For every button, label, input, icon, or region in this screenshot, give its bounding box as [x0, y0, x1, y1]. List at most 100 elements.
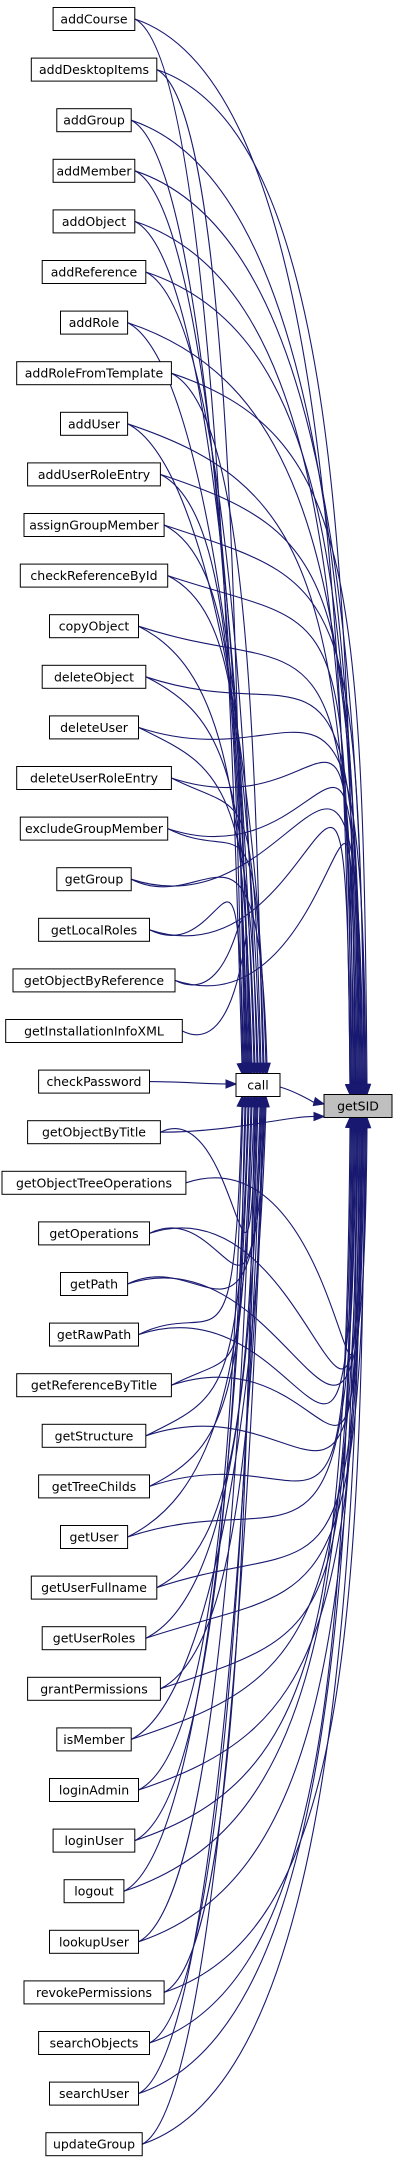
edge-get-local-roles-to-call: [149, 901, 245, 1066]
node-get-local-roles[interactable]: getLocalRoles: [38, 917, 150, 942]
node-search-user[interactable]: searchUser: [49, 2081, 139, 2106]
node-add-role[interactable]: addRole: [60, 310, 129, 335]
node-get-object-by-reference[interactable]: getObjectByReference: [12, 968, 176, 993]
node-get-tree-childs[interactable]: getTreeChilds: [38, 1474, 150, 1499]
node-add-group[interactable]: addGroup: [56, 108, 132, 133]
edge-check-reference-by-id-to-getsid: [167, 575, 352, 1087]
node-lookup-user-box: [49, 1929, 139, 1954]
node-login-admin[interactable]: loginAdmin: [49, 1778, 139, 1802]
node-call[interactable]: call: [235, 1073, 281, 1097]
node-add-role-from-template[interactable]: addRoleFromTemplate: [16, 361, 172, 386]
node-get-operations-box: [38, 1221, 150, 1246]
edge-add-user-to-call: [127, 423, 267, 1066]
node-get-object-tree-operations[interactable]: getObjectTreeOperations: [1, 1170, 187, 1195]
edge-add-user-role-entry-to-getsid: [160, 473, 360, 1087]
node-get-installation-info-xml[interactable]: getInstallationInfoXML: [5, 1019, 183, 1043]
edge-get-user-roles-to-call: [145, 1104, 261, 1639]
node-get-group-box: [56, 867, 132, 892]
node-get-user-roles[interactable]: getUserRoles: [41, 1626, 147, 1651]
edge-logout-to-getsid: [123, 1125, 356, 1892]
node-get-group[interactable]: getGroup: [56, 867, 132, 892]
node-get-object-by-title[interactable]: getObjectByTitle: [27, 1120, 161, 1145]
node-add-desktop-items-label: addDesktopItems: [39, 62, 149, 77]
node-add-object-box: [52, 209, 136, 234]
edge-call-to-getsid: [279, 1086, 316, 1104]
node-assign-group-member[interactable]: assignGroupMember: [23, 513, 165, 537]
edge-search-objects-to-getsid: [149, 1125, 353, 2044]
node-get-path[interactable]: getPath: [60, 1272, 129, 1296]
node-assign-group-member-box: [23, 513, 165, 537]
node-add-member[interactable]: addMember: [52, 158, 136, 183]
node-add-desktop-items-box: [30, 57, 158, 82]
node-get-raw-path[interactable]: getRawPath: [49, 1322, 139, 1347]
node-get-user-roles-label: getUserRoles: [53, 1631, 135, 1646]
edge-get-object-by-reference-to-call: [174, 920, 248, 1066]
node-delete-object[interactable]: deleteObject: [41, 664, 147, 689]
node-get-raw-path-box: [49, 1322, 139, 1347]
node-copy-object-label: copyObject: [59, 619, 130, 634]
node-exclude-group-member-label: excludeGroupMember: [25, 821, 164, 836]
edge-copy-object-to-getsid: [138, 625, 357, 1087]
edge-check-password-to-call: [149, 1081, 228, 1085]
nodes: addCourse addDesktopItems addGroup addMembe…: [1, 7, 393, 2157]
node-add-group-label: addGroup: [63, 113, 125, 128]
node-get-structure[interactable]: getStructure: [41, 1423, 147, 1448]
node-search-user-box: [49, 2081, 139, 2106]
node-add-user-role-entry-label: addUserRoleEntry: [38, 467, 151, 482]
node-add-user[interactable]: addUser: [60, 411, 129, 436]
node-get-structure-label: getStructure: [55, 1428, 134, 1443]
edge-get-object-by-title-to-getsid: [160, 1115, 316, 1133]
node-delete-user-box: [49, 715, 139, 740]
edge-lookup-user-to-call: [138, 1104, 253, 1943]
node-add-course[interactable]: addCourse: [52, 7, 136, 31]
edge-delete-user-role-entry-to-call: [171, 777, 262, 1066]
node-lookup-user[interactable]: lookupUser: [49, 1929, 139, 1954]
node-delete-user[interactable]: deleteUser: [49, 715, 139, 740]
node-add-role-box: [60, 310, 129, 335]
node-get-user-fullname[interactable]: getUserFullname: [30, 1575, 158, 1600]
node-add-role-from-template-box: [16, 361, 172, 386]
node-add-user-role-entry[interactable]: addUserRoleEntry: [27, 462, 161, 487]
node-search-objects-label: searchObjects: [50, 2036, 139, 2051]
node-login-user[interactable]: loginUser: [52, 1828, 136, 1853]
node-add-reference[interactable]: addReference: [41, 260, 147, 284]
node-revoke-permissions[interactable]: revokePermissions: [23, 1980, 165, 2005]
edge-logout-to-call: [123, 1104, 250, 1892]
node-get-user-box: [60, 1525, 129, 1549]
node-check-reference-by-id[interactable]: checkReferenceById: [19, 563, 169, 588]
node-delete-user-role-entry[interactable]: deleteUserRoleEntry: [16, 766, 172, 790]
node-copy-object[interactable]: copyObject: [49, 614, 139, 639]
node-add-reference-label: addReference: [51, 265, 138, 280]
node-get-operations[interactable]: getOperations: [38, 1221, 150, 1246]
node-assign-group-member-label: assignGroupMember: [29, 518, 159, 533]
node-is-member[interactable]: isMember: [56, 1727, 132, 1752]
edge-get-path-to-call: [127, 1104, 266, 1290]
node-update-group[interactable]: updateGroup: [45, 2132, 143, 2157]
arrowhead-get-object-by-title-to-getsid: [313, 1111, 326, 1122]
node-exclude-group-member[interactable]: excludeGroupMember: [19, 816, 169, 841]
arrowhead-update-group-to-getsid: [356, 1116, 367, 1129]
edge-add-role-to-getsid: [127, 322, 363, 1087]
node-grant-permissions[interactable]: grantPermissions: [27, 1676, 161, 1701]
node-get-object-by-title-label: getObjectByTitle: [42, 1125, 146, 1140]
node-getsid[interactable]: getSID: [323, 1094, 393, 1118]
node-search-objects-box: [38, 2031, 150, 2055]
node-delete-user-role-entry-box: [16, 766, 172, 790]
node-add-role-label: addRole: [69, 315, 120, 330]
node-delete-object-box: [41, 664, 147, 689]
node-add-desktop-items[interactable]: addDesktopItems: [30, 57, 158, 82]
node-get-reference-by-title[interactable]: getReferenceByTitle: [16, 1373, 172, 1398]
arrowhead-update-group-to-call: [258, 1095, 268, 1108]
node-check-reference-by-id-box: [19, 563, 169, 588]
edge-add-user-to-getsid: [127, 423, 355, 1087]
node-add-object-label: addObject: [62, 214, 126, 229]
node-check-password[interactable]: checkPassword: [38, 1069, 150, 1094]
node-search-objects[interactable]: searchObjects: [38, 2031, 150, 2055]
node-get-operations-label: getOperations: [49, 1226, 138, 1241]
edge-login-admin-to-call: [138, 1104, 244, 1791]
edge-delete-object-to-call: [145, 676, 256, 1066]
node-add-object[interactable]: addObject: [52, 209, 136, 234]
node-get-user[interactable]: getUser: [60, 1525, 129, 1549]
edge-add-reference-to-call: [145, 271, 258, 1066]
node-logout[interactable]: logout: [63, 1879, 125, 1904]
